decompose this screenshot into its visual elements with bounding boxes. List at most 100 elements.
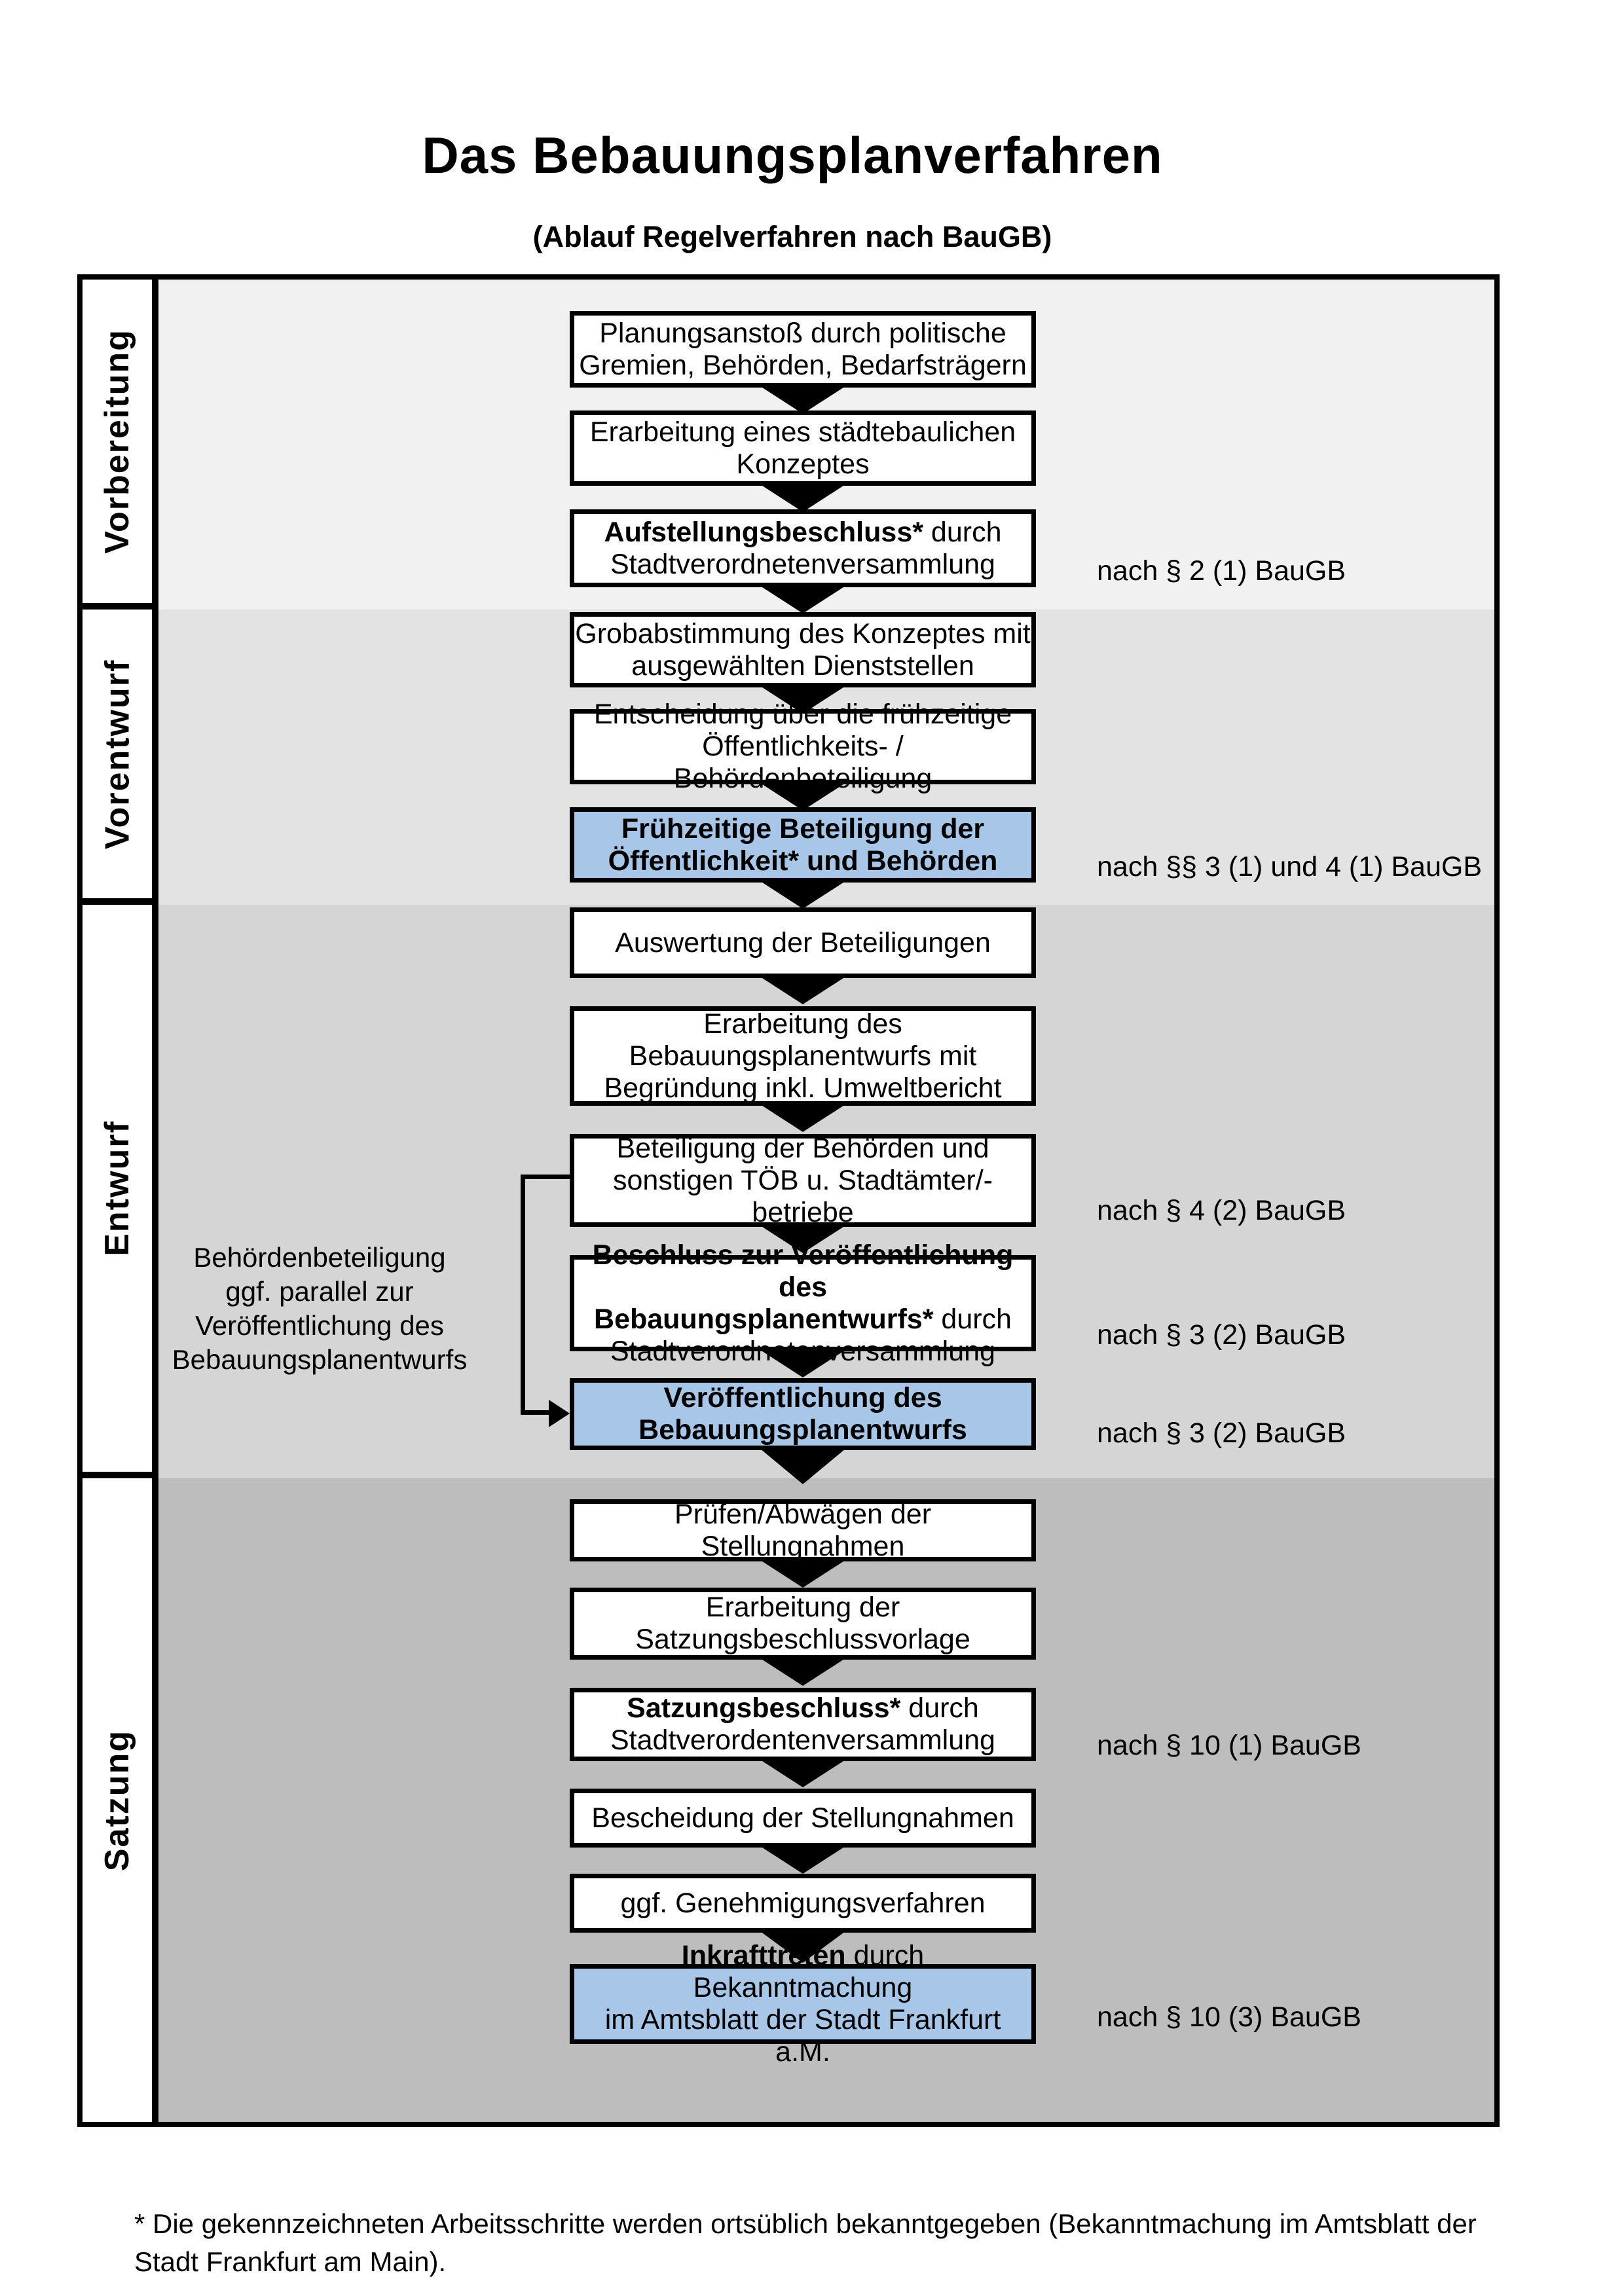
flow-box-line: Konzeptes [736, 448, 869, 481]
down-arrow-icon [760, 586, 845, 613]
flow-box-text-segment: durch [923, 516, 1002, 548]
flow-box-text-segment: Öffentlichkeits- / Behördenbeteiligung [673, 731, 932, 794]
flow-box-line: Satzungsbeschluss* durch [627, 1692, 979, 1724]
flow-box-text-segment: Frühzeitige Beteiligung der [621, 812, 985, 845]
flow-box-line: Stadtverordnetenversammlung [610, 549, 995, 581]
flow-box-text-segment: Gremien, Behörden, Bedarfsträgern [579, 349, 1027, 381]
flow-box-text-segment: Erarbeitung des [703, 1008, 902, 1040]
down-arrow-icon [760, 1931, 845, 1963]
flow-box-text-segment: Begründung inkl. Umweltbericht [604, 1072, 1002, 1104]
down-arrow-icon [760, 1760, 845, 1787]
legal-ref-beschluss-veroeffentlichung: nach § 3 (2) BauGB [1097, 1319, 1346, 1351]
flow-box-line: Prüfen/Abwägen der Stellungnahmen [574, 1499, 1031, 1563]
phase-cell-vorentwurf: Vorentwurf [83, 610, 152, 905]
phase-cell-entwurf: Entwurf [83, 905, 152, 1478]
right-arrow-icon [549, 1400, 570, 1427]
page-title: Das Bebauungsplanverfahren [422, 126, 1163, 184]
flow-box-text-segment: ggf. Genehmigungsverfahren [620, 1887, 986, 1919]
flow-box-line: Erarbeitung des [703, 1008, 902, 1040]
down-arrow-icon [760, 484, 845, 512]
flow-box-text-segment: Aufstellungsbeschluss* [604, 516, 923, 548]
flow-box-line: Grobabstimmung des Konzeptes mit [575, 618, 1031, 650]
flow-box-text-segment: Bescheidung der Stellungnahmen [591, 1802, 1014, 1834]
phase-label-vorentwurf: Vorentwurf [98, 659, 136, 849]
flow-box-text-segment: Grobabstimmung des Konzeptes mit [575, 617, 1031, 649]
flow-box-line: Begründung inkl. Umweltbericht [604, 1072, 1001, 1104]
phase-label-entwurf: Entwurf [98, 1120, 136, 1256]
phase-label-column: Vorbereitung Vorentwurf Entwurf Satzung [83, 280, 158, 2122]
flow-box-line: Aufstellungsbeschluss* durch [604, 517, 1002, 549]
flow-box-text-segment: Öffentlichkeit* und Behörden [608, 845, 998, 877]
footnote: * Die gekennzeichneten Arbeitsschritte w… [134, 2208, 1477, 2277]
flow-box-text-segment: Satzungsbeschluss* [627, 1692, 901, 1724]
down-arrow-icon [760, 783, 845, 811]
flow-box-line: Bescheidung der Stellungnahmen [591, 1802, 1014, 1834]
flow-box-line: Beteiligung der Behörden und [617, 1133, 989, 1165]
connector-line-vertical [521, 1175, 525, 1414]
down-arrow-icon [760, 1560, 845, 1588]
flow-box-line: ausgewählten Dienststellen [631, 650, 974, 682]
flow-box-text-segment: Planungsanstoß durch politische [599, 317, 1006, 349]
flow-box-text-segment: Auswertung der Beteiligungen [615, 926, 991, 958]
down-arrow-icon [760, 1658, 845, 1686]
flow-box-line: sonstigen TÖB u. Stadtämter/-betriebe [574, 1165, 1031, 1229]
phase-cell-satzung: Satzung [83, 1478, 152, 2122]
flow-box-text-segment: Bebauungsplanentwurfs [638, 1414, 967, 1446]
legal-ref-aufstellungsbeschluss: nach § 2 (1) BauGB [1097, 555, 1346, 587]
down-arrow-icon [760, 1449, 845, 1484]
legal-ref-veroeffentlichung: nach § 3 (2) BauGB [1097, 1417, 1346, 1449]
flow-box-pruefen-abwaegen: Prüfen/Abwägen der Stellungnahmen [570, 1499, 1036, 1563]
flow-box-line: im Amtsblatt der Stadt Frankfurt a.M. [574, 2004, 1031, 2068]
flow-box-line: Beschluss zur Veröffentlichung des [574, 1239, 1031, 1303]
flow-box-line: Bebauungsplanentwurfs [638, 1414, 967, 1446]
flow-box-text-segment: Veröffentlichung des [663, 1382, 942, 1413]
phase-label-vorbereitung: Vorbereitung [98, 329, 136, 554]
page-subtitle: (Ablauf Regelverfahren nach BauGB) [532, 220, 1052, 253]
legal-ref-behoerdenbeteiligung: nach § 4 (2) BauGB [1097, 1195, 1346, 1226]
flow-box-text-segment: Beteiligung der Behörden und [616, 1132, 989, 1164]
flow-box-text-segment: Beschluss zur Veröffentlichung des [592, 1239, 1014, 1303]
legal-ref-fruehzeitige-beteiligung: nach §§ 3 (1) und 4 (1) BauGB [1097, 851, 1483, 883]
connector-line-bottom [521, 1410, 550, 1415]
phase-cell-vorbereitung: Vorbereitung [83, 280, 152, 610]
flow-box-line: Planungsanstoß durch politische [599, 318, 1006, 350]
flow-box-line: Bebauungsplanentwurfs* durch [594, 1303, 1012, 1336]
flow-box-text-segment: durch [900, 1692, 979, 1724]
flow-box-text-segment: ausgewählten Dienststellen [631, 649, 974, 682]
parallel-note: Behördenbeteiligung ggf. parallel zur Ve… [172, 1242, 468, 1375]
connector-line-top [521, 1175, 570, 1179]
flow-box-line: Erarbeitung der [706, 1592, 900, 1624]
down-arrow-icon [760, 1846, 845, 1874]
flow-box-text-segment: Bebauungsplanentwurfs* [594, 1303, 934, 1335]
flow-box-line: Gremien, Behörden, Bedarfsträgern [579, 350, 1027, 382]
flow-box-line: Veröffentlichung des [663, 1382, 942, 1414]
flow-box-auswertung: Auswertung der Beteiligungen [570, 907, 1036, 978]
flow-box-line: Stadtverordentenversammlung [610, 1724, 995, 1757]
legal-ref-inkrafttreten: nach § 10 (3) BauGB [1097, 2001, 1361, 2033]
legal-ref-satzungsbeschluss: nach § 10 (1) BauGB [1097, 1730, 1361, 1761]
down-arrow-icon [760, 977, 845, 1004]
flow-box-line: Bebauungsplanentwurfs mit [629, 1040, 977, 1072]
down-arrow-icon [760, 881, 845, 909]
flow-box-text-segment: im Amtsblatt der Stadt Frankfurt a.M. [604, 2004, 1001, 2068]
flow-box-line: Erarbeitung eines städtebaulichen [590, 416, 1016, 448]
flow-box-line: Öffentlichkeit* und Behörden [608, 845, 998, 877]
flow-box-line: Auswertung der Beteiligungen [615, 927, 991, 959]
flow-box-text-segment: Konzeptes [736, 448, 870, 480]
down-arrow-icon [760, 386, 845, 414]
down-arrow-icon [760, 686, 845, 714]
flow-box-text-segment: Erarbeitung eines städtebaulichen [589, 416, 1016, 448]
flow-box-text-segment: Satzungsbeschlussvorlage [635, 1624, 970, 1655]
